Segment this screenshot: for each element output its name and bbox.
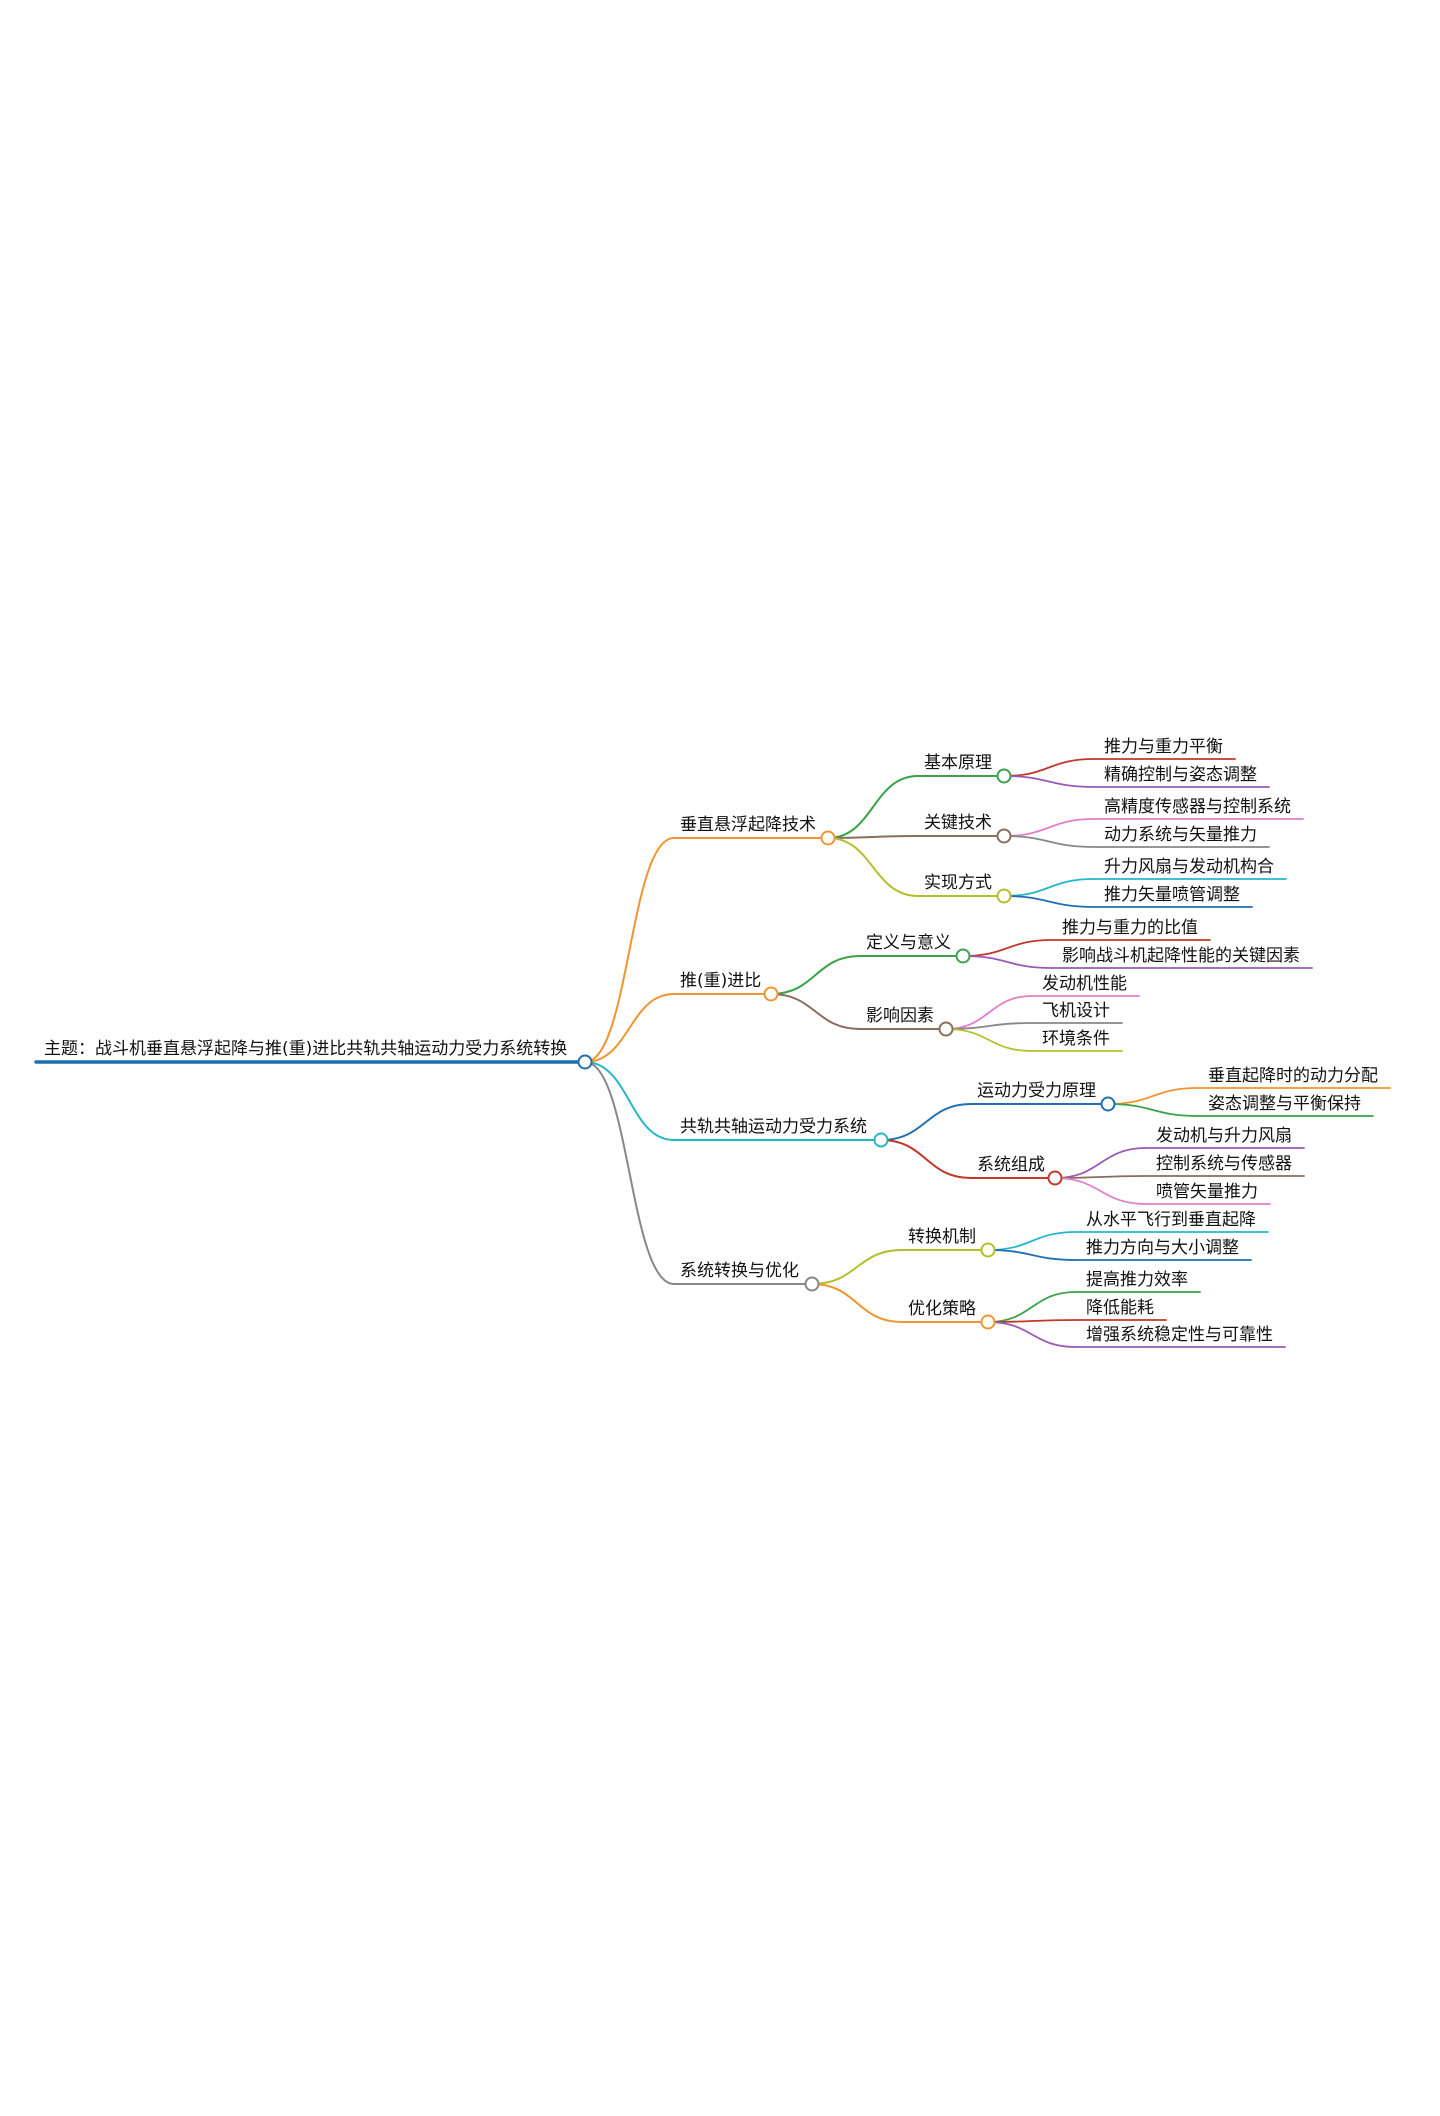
topic-collapse-toggle-0-2[interactable]	[996, 888, 1012, 904]
edge-topic-0-1	[827, 835, 919, 839]
subtopic-label-0-2-1: 推力矢量喷管调整	[1104, 885, 1240, 905]
branch-collapse-toggle-2[interactable]	[873, 1132, 889, 1148]
edge-subtopic-0-1-1	[1003, 835, 1095, 848]
mindmap-edges	[34, 758, 1391, 1348]
subtopic-label-0-1-1: 动力系统与矢量推力	[1104, 825, 1257, 845]
edge-topic-3-1	[811, 1283, 903, 1323]
subtopic-label-0-0-1: 精确控制与姿态调整	[1104, 765, 1257, 785]
edge-subtopic-3-1-2	[987, 1321, 1077, 1348]
branch-label-1: 推(重)进比	[680, 971, 761, 991]
subtopic-label-1-1-0: 发动机性能	[1042, 974, 1127, 994]
edge-subtopic-2-1-0	[1054, 1147, 1147, 1179]
edge-subtopic-0-2-1	[1003, 895, 1095, 908]
subtopic-label-2-1-0: 发动机与升力风扇	[1156, 1126, 1292, 1146]
topic-collapse-toggle-2-0[interactable]	[1100, 1096, 1116, 1112]
edge-subtopic-1-1-2	[945, 1028, 1033, 1052]
subtopic-label-2-1-1: 控制系统与传感器	[1156, 1154, 1292, 1174]
edge-subtopic-2-1-2	[1054, 1177, 1147, 1205]
edge-topic-0-2	[827, 837, 919, 897]
branch-collapse-toggle-0[interactable]	[820, 830, 836, 846]
topic-collapse-toggle-3-0[interactable]	[980, 1242, 996, 1258]
subtopic-label-1-0-0: 推力与重力的比值	[1062, 918, 1198, 938]
edge-subtopic-1-1-1	[945, 1022, 1033, 1030]
edge-branch-2	[584, 1061, 675, 1141]
edge-topic-1-0	[770, 955, 861, 995]
edge-subtopic-3-1-0	[987, 1291, 1077, 1323]
topic-label-2-1: 系统组成	[977, 1155, 1045, 1175]
branch-label-0: 垂直悬浮起降技术	[680, 815, 816, 835]
topic-label-2-0: 运动力受力原理	[977, 1081, 1096, 1101]
topic-label-0-1: 关键技术	[924, 813, 992, 833]
subtopic-label-0-1-0: 高精度传感器与控制系统	[1104, 797, 1291, 817]
edge-subtopic-0-0-1	[1003, 775, 1095, 788]
branch-label-2: 共轨共轴运动力受力系统	[680, 1117, 867, 1137]
topic-collapse-toggle-1-0[interactable]	[955, 948, 971, 964]
subtopic-label-1-1-1: 飞机设计	[1042, 1001, 1110, 1021]
subtopic-label-1-0-1: 影响战斗机起降性能的关键因素	[1062, 946, 1300, 966]
branch-collapse-toggle-1[interactable]	[763, 986, 779, 1002]
edge-subtopic-2-0-0	[1107, 1087, 1199, 1105]
subtopic-label-3-1-1: 降低能耗	[1086, 1298, 1154, 1318]
subtopic-label-2-0-1: 姿态调整与平衡保持	[1208, 1094, 1361, 1114]
edge-branch-1	[584, 993, 675, 1063]
topic-label-3-1: 优化策略	[908, 1299, 976, 1319]
topic-label-1-0: 定义与意义	[866, 933, 951, 953]
topic-label-3-0: 转换机制	[908, 1227, 976, 1247]
edge-subtopic-0-0-0	[1003, 758, 1095, 777]
topic-label-0-2: 实现方式	[924, 873, 992, 893]
edge-subtopic-0-2-0	[1003, 878, 1095, 897]
edge-topic-3-0	[811, 1249, 903, 1285]
topic-collapse-toggle-0-0[interactable]	[996, 768, 1012, 784]
edge-branch-0	[584, 837, 675, 1063]
subtopic-label-3-0-0: 从水平飞行到垂直起降	[1086, 1210, 1256, 1230]
topic-collapse-toggle-3-1[interactable]	[980, 1314, 996, 1330]
mindmap-nodes: 主题：战斗机垂直悬浮起降与推(重)进比共轨共轴运动力受力系统转换 垂直悬浮起降技术…	[44, 737, 1378, 1345]
topic-label-0-0: 基本原理	[924, 753, 992, 773]
subtopic-label-0-0-0: 推力与重力平衡	[1104, 737, 1223, 757]
edge-topic-2-1	[880, 1139, 972, 1179]
branch-label-3: 系统转换与优化	[680, 1261, 799, 1281]
subtopic-label-3-1-2: 增强系统稳定性与可靠性	[1086, 1325, 1273, 1345]
subtopic-label-3-0-1: 推力方向与大小调整	[1086, 1238, 1239, 1258]
edge-subtopic-2-0-1	[1107, 1103, 1199, 1117]
subtopic-label-0-2-0: 升力风扇与发动机构合	[1104, 857, 1274, 877]
root-topic: 主题：战斗机垂直悬浮起降与推(重)进比共轨共轴运动力受力系统转换	[44, 1039, 567, 1059]
branch-collapse-toggle-3[interactable]	[804, 1276, 820, 1292]
topic-collapse-toggle-1-1[interactable]	[938, 1021, 954, 1037]
edge-subtopic-3-0-0	[987, 1231, 1077, 1251]
subtopic-label-3-1-0: 提高推力效率	[1086, 1270, 1188, 1290]
topic-collapse-toggle-0-1[interactable]	[996, 828, 1012, 844]
edge-subtopic-1-0-1	[962, 955, 1053, 969]
edge-topic-1-1	[770, 993, 861, 1030]
edge-subtopic-3-0-1	[987, 1249, 1077, 1261]
edge-subtopic-0-1-0	[1003, 818, 1095, 837]
edge-topic-0-0	[827, 775, 919, 839]
topic-collapse-toggle-2-1[interactable]	[1047, 1170, 1063, 1186]
edge-subtopic-1-0-0	[962, 939, 1053, 957]
subtopic-label-2-0-0: 垂直起降时的动力分配	[1208, 1066, 1378, 1086]
root-collapse-toggle[interactable]	[577, 1054, 593, 1070]
subtopic-label-2-1-2: 喷管矢量推力	[1156, 1182, 1258, 1202]
topic-label-1-1: 影响因素	[866, 1006, 934, 1026]
edge-branch-3	[584, 1061, 675, 1285]
edge-topic-2-0	[880, 1103, 972, 1141]
subtopic-label-1-1-2: 环境条件	[1042, 1029, 1110, 1049]
